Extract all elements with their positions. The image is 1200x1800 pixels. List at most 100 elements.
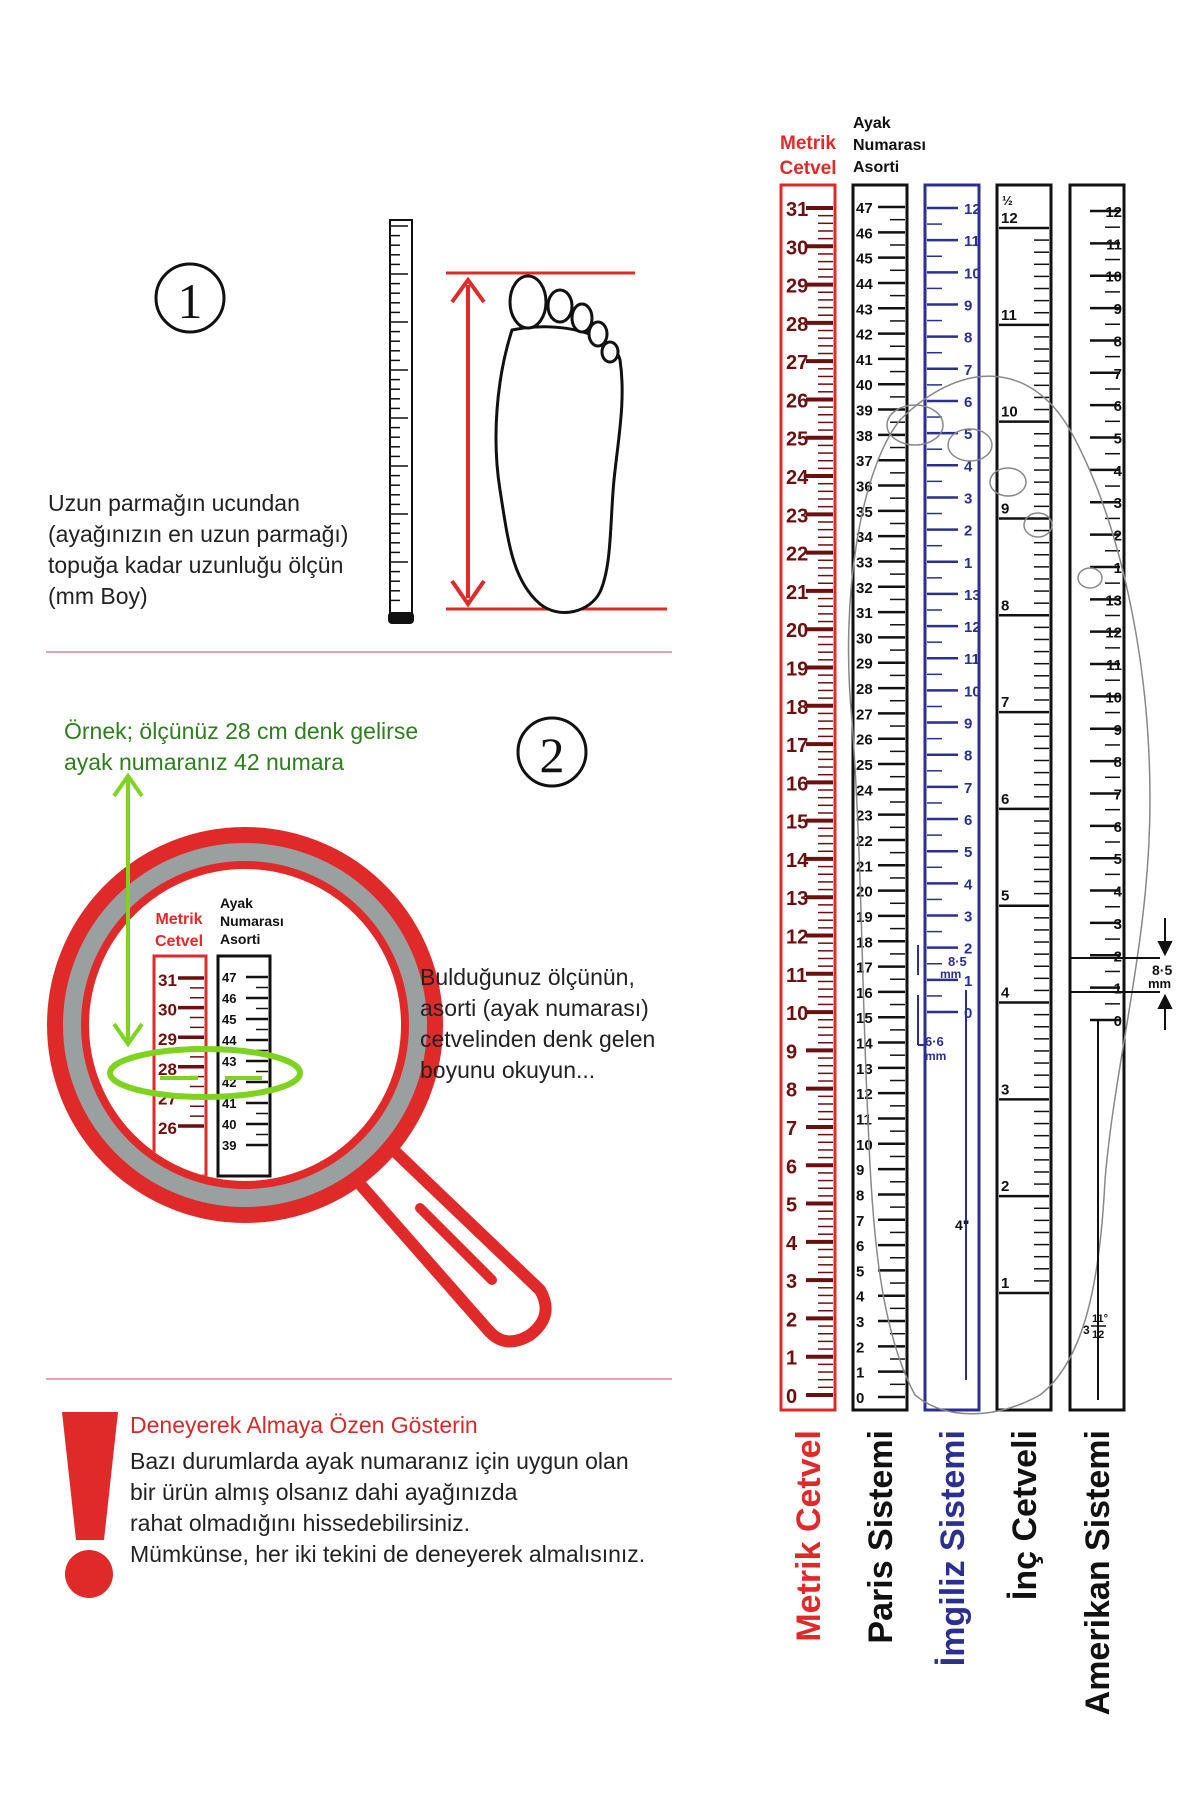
inc-value: 12 [1001,210,1018,227]
paris-value: 35 [856,504,873,521]
inc-value: 9 [1001,500,1009,517]
paris-value: 27 [856,706,873,723]
metrik-value: 12 [786,927,808,949]
amerikan-value: 1 [1114,981,1122,998]
paris-value: 45 [856,251,873,268]
metrik-value: 6 [786,1156,797,1178]
imgiliz-value: 7 [964,362,972,379]
imgiliz-value: 5 [964,844,972,861]
size-ruler-panel: Metrik Cetvel Ayak Numarası Asorti 31302… [779,115,1173,1715]
paris-value: 30 [856,630,873,647]
example-line: ayak numaranız 42 numara [64,749,344,775]
paris-value: 33 [856,554,873,571]
metrik-value: 21 [786,582,808,604]
amerikan-value: 10 [1105,269,1122,286]
metrik-value: 22 [786,544,808,566]
warning-line: Bazı durumlarda ayak numaranız için uygu… [130,1448,629,1474]
metrik-value: 24 [786,467,809,489]
paris-value: 2 [856,1339,864,1356]
metrik-value: 30 [786,237,808,259]
highlight-ring [107,1046,303,1100]
paris-value: 39 [856,403,873,420]
metrik-value: 14 [786,850,809,872]
imgiliz-value: 4 [964,876,973,893]
paris-value: 18 [856,934,873,951]
imgiliz-value: 11 [964,233,980,250]
inc-value: 6 [1001,791,1009,808]
imgiliz-value: 8 [964,748,972,765]
amerikan-value: 5 [1114,431,1122,448]
paris-value: 34 [856,529,873,546]
amerikan-value: 3 [1114,495,1122,512]
imgiliz-value: 1 [964,973,972,990]
warning-line: bir ürün almış olsanız dahi ayağınızda [130,1479,518,1505]
amerikan-value: 0 [1114,1013,1122,1030]
amerikan-note-a: 8·5 [1152,962,1172,978]
metrik-value: 27 [786,352,808,374]
metrik-value: 0 [786,1386,797,1408]
amerikan-value: 11 [1106,657,1122,674]
imgiliz-value: 0 [964,1005,972,1022]
imgiliz-value: 5 [964,426,972,443]
metrik-value: 2 [786,1309,797,1331]
imgiliz-value: 10 [964,265,981,282]
lens-asorti-value: 43 [222,1054,236,1069]
metrik-value: 17 [786,735,808,757]
imgiliz-value: 2 [964,941,972,958]
example-arrow [112,772,144,1048]
asorti-header: Ayak [853,115,891,132]
imgiliz-note-inch: 4" [955,1217,969,1233]
imgiliz-value: 10 [964,683,981,700]
paris-value: 25 [856,757,873,774]
found-line: boyunu okuyun... [420,1057,596,1083]
warning-exclamation-icon [62,1412,118,1598]
metrik-value: 20 [786,620,808,642]
inc-value: 4 [1001,985,1010,1002]
amerikan-frac-whole: 3 [1083,1323,1090,1337]
imgiliz-value: 4 [964,458,973,475]
paris-value: 37 [856,453,873,470]
metrik-value: 4 [786,1233,798,1255]
amerikan-value: 6 [1114,819,1122,836]
amerikan-value: 12 [1105,625,1122,642]
example-text: Örnek; ölçünüz 28 cm denk gelirse ayak n… [64,716,484,778]
lens-metrik-value: 29 [158,1030,177,1049]
paris-value: 5 [856,1263,864,1280]
amerikan-value: 11 [1106,236,1122,253]
paris-value: 4 [856,1289,865,1306]
metrik-value: 29 [786,276,808,298]
amerikan-value: 12 [1105,204,1122,221]
imgiliz-note-b: 6·6 [925,1034,944,1049]
paris-value: 28 [856,681,873,698]
paris-value: 22 [856,833,873,850]
paris-value: 13 [856,1061,873,1078]
paris-value: 6 [856,1238,864,1255]
warning-line: rahat olmadığını hissedebilirsiniz. [130,1510,471,1536]
step1-line: (ayağınızın en uzun parmağı) [48,521,349,547]
amerikan-label: Amerikan Sistemi [1079,1430,1117,1715]
lens-asorti-value: 40 [222,1117,236,1132]
imgiliz-value: 12 [964,201,981,218]
lens-metrik-value: 31 [158,971,177,990]
lens-ruler: Metrik Cetvel Ayak Numarası Asorti 31302… [107,895,303,1178]
metrik-value: 13 [786,888,808,910]
imgiliz-value: 3 [964,490,972,507]
paris-value: 31 [856,605,873,622]
amerikan-value: 9 [1114,722,1122,739]
small-ruler [388,219,414,624]
paris-value: 20 [856,884,873,901]
metrik-value: 18 [786,697,808,719]
paris-value: 24 [856,782,873,799]
step2-number-circle [516,716,588,788]
amerikan-value: 1 [1114,560,1122,577]
paris-value: 16 [856,985,873,1002]
imgiliz-value: 9 [964,716,972,733]
paris-value: 29 [856,656,873,673]
imgiliz-strip [923,183,981,1412]
inc-value: 3 [1001,1081,1009,1098]
lens-metrik-value: 26 [158,1119,177,1138]
paris-value: 0 [856,1390,864,1407]
amerikan-value: 4 [1114,884,1123,901]
paris-value: 17 [856,960,873,977]
paris-value: 47 [856,200,873,217]
